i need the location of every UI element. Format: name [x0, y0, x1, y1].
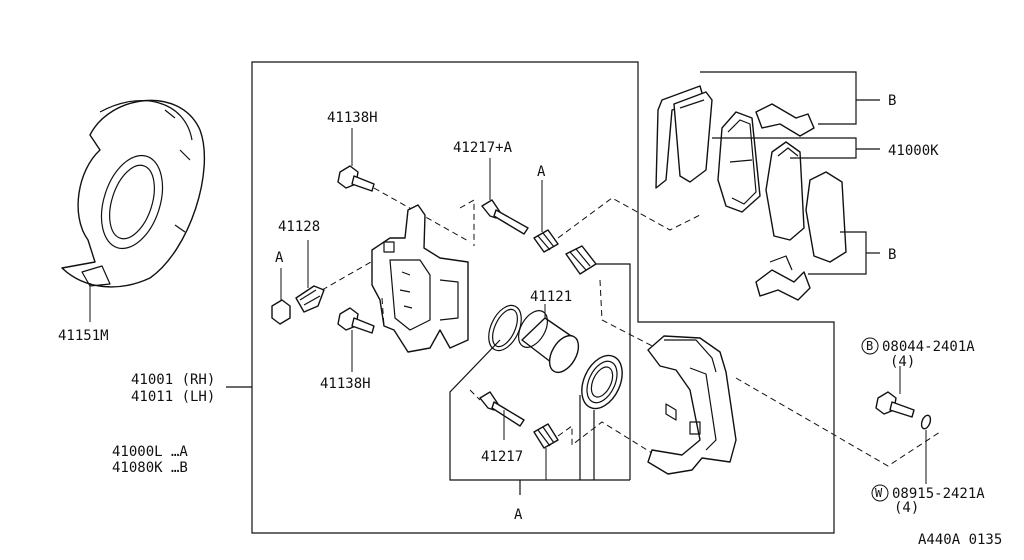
- label-a-left: A: [275, 250, 284, 266]
- piston-part: [517, 310, 580, 374]
- inner-pad-part: [765, 141, 805, 241]
- label-b-middle: B: [888, 247, 896, 263]
- label-a-top: A: [537, 164, 546, 180]
- label-41128: 41128: [278, 219, 320, 235]
- label-41001-rh: 41001 (RH): [131, 372, 215, 388]
- anti-rattle-clip-bottom-part: [755, 255, 811, 301]
- bolt-code-circle-letter: B: [866, 339, 873, 353]
- outer-shim-part: [655, 85, 705, 189]
- pin-boot-bottom-part: [533, 423, 559, 449]
- caliper-assembly-frame: [251, 61, 835, 534]
- piston-seal-part: [488, 304, 522, 352]
- label-41000l: 41000L …A: [112, 444, 188, 460]
- label-41011-lh: 41011 (LH): [131, 389, 215, 405]
- pin-boot-middle-part: [565, 245, 597, 275]
- inner-shim-part: [805, 171, 847, 263]
- brake-pad-friction-part: [717, 111, 761, 213]
- washer-code-circle: [871, 484, 889, 502]
- figure-code: A440A 0135: [918, 532, 1002, 548]
- label-41217a: 41217+A: [453, 140, 513, 156]
- bleeder-screw-part: [295, 285, 325, 313]
- label-41151m: 41151M: [58, 328, 109, 344]
- guide-pin-bolt-top: [337, 165, 375, 192]
- guide-pin-bolt-bottom: [337, 307, 375, 334]
- mounting-bolt-part: [875, 391, 915, 418]
- label-washer-qty: (4): [894, 500, 919, 516]
- outer-pad-part: [673, 91, 713, 183]
- washer-code-circle-letter: W: [875, 486, 883, 500]
- pin-boot-top-part: [533, 229, 559, 253]
- mounting-bracket-part: [647, 335, 737, 475]
- label-41080k: 41080K …B: [112, 460, 188, 476]
- bleeder-cap-part: [271, 299, 291, 325]
- label-41138h-bottom: 41138H: [320, 376, 371, 392]
- label-a-bottom: A: [514, 507, 523, 523]
- anti-rattle-clip-top-part: [755, 103, 815, 137]
- dust-shield-part: [61, 99, 206, 288]
- label-bolt-code: 08044-2401A: [882, 339, 975, 355]
- guide-pin-top-part: [481, 199, 529, 235]
- label-41000k: 41000K: [888, 143, 939, 159]
- label-washer-code: 08915-2421A: [892, 486, 985, 502]
- lock-washer-part: [920, 414, 932, 430]
- caliper-housing-part: [371, 204, 469, 353]
- label-41121: 41121: [530, 289, 572, 305]
- piston-boot-part: [581, 354, 623, 410]
- guide-pin-bottom-part: [479, 391, 525, 427]
- label-bolt-qty: (4): [890, 354, 915, 370]
- label-41138h-top: 41138H: [327, 110, 378, 126]
- bolt-code-circle: [861, 337, 879, 355]
- label-41217: 41217: [481, 449, 523, 465]
- label-b-top: B: [888, 93, 896, 109]
